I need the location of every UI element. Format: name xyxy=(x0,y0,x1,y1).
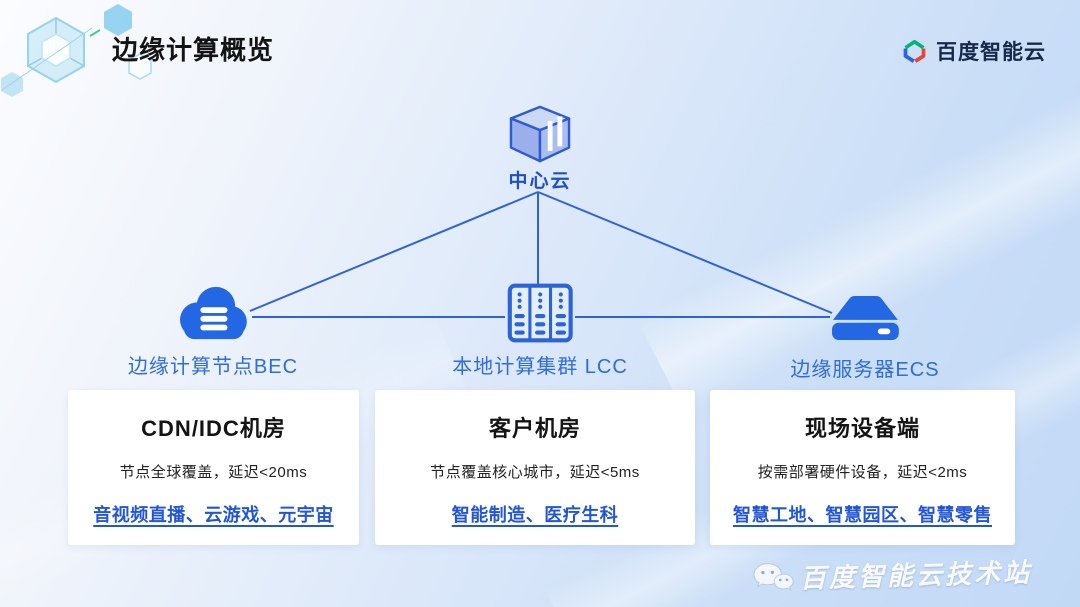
card-detail: 节点全球覆盖，延迟<20ms xyxy=(119,464,308,481)
cloud-cube-icon xyxy=(509,105,571,163)
node-ecs-label: 边缘服务器ECS xyxy=(790,359,940,381)
card-title: CDN/IDC机房 xyxy=(141,416,286,441)
node-bec-label: 边缘计算节点BEC xyxy=(127,356,299,378)
hexagon-decoration-icon xyxy=(1,4,152,97)
edge-server-icon xyxy=(831,296,899,340)
wechat-icon xyxy=(753,562,794,591)
node-bec: 边缘计算节点BEC xyxy=(128,283,298,379)
node-lcc: 本地计算集群 LCC xyxy=(452,283,628,379)
central-cloud-node: 中心云 xyxy=(501,104,579,193)
page-title: 边缘计算概览 xyxy=(112,35,275,65)
card-customer-room: 客户机房 节点覆盖核心城市，延迟<5ms 智能制造、医疗生科 xyxy=(375,390,695,545)
cloud-server-icon xyxy=(180,286,247,340)
node-ecs: 边缘服务器ECS xyxy=(790,286,939,382)
watermark: 百度智能云技术站 xyxy=(752,552,1033,596)
card-title: 客户机房 xyxy=(488,416,581,441)
node-lcc-label: 本地计算集群 LCC xyxy=(452,356,628,378)
card-scenarios-link[interactable]: 智慧工地、智慧园区、智慧零售 xyxy=(733,505,992,525)
watermark-text: 百度智能云技术站 xyxy=(799,557,1033,594)
card-scenarios-link[interactable]: 智能制造、医疗生科 xyxy=(451,505,619,525)
card-detail: 节点覆盖核心城市，延迟<5ms xyxy=(430,464,640,481)
server-rack-icon xyxy=(507,283,573,343)
central-cloud-label: 中心云 xyxy=(508,171,572,192)
baidu-cloud-logo-icon xyxy=(903,39,926,63)
card-detail: 按需部署硬件设备，延迟<2ms xyxy=(757,464,968,481)
card-scenarios-link[interactable]: 音视频直播、云游戏、元宇宙 xyxy=(93,505,334,525)
card-title: 现场设备端 xyxy=(804,416,920,441)
card-field-device: 现场设备端 按需部署硬件设备，延迟<2ms 智慧工地、智慧园区、智慧零售 xyxy=(710,390,1015,545)
brand-name: 百度智能云 xyxy=(936,41,1046,64)
brand-logo: 百度智能云 xyxy=(901,36,1046,66)
card-cdn-idc-room: CDN/IDC机房 节点全球覆盖，延迟<20ms 音视频直播、云游戏、元宇宙 xyxy=(68,390,359,545)
